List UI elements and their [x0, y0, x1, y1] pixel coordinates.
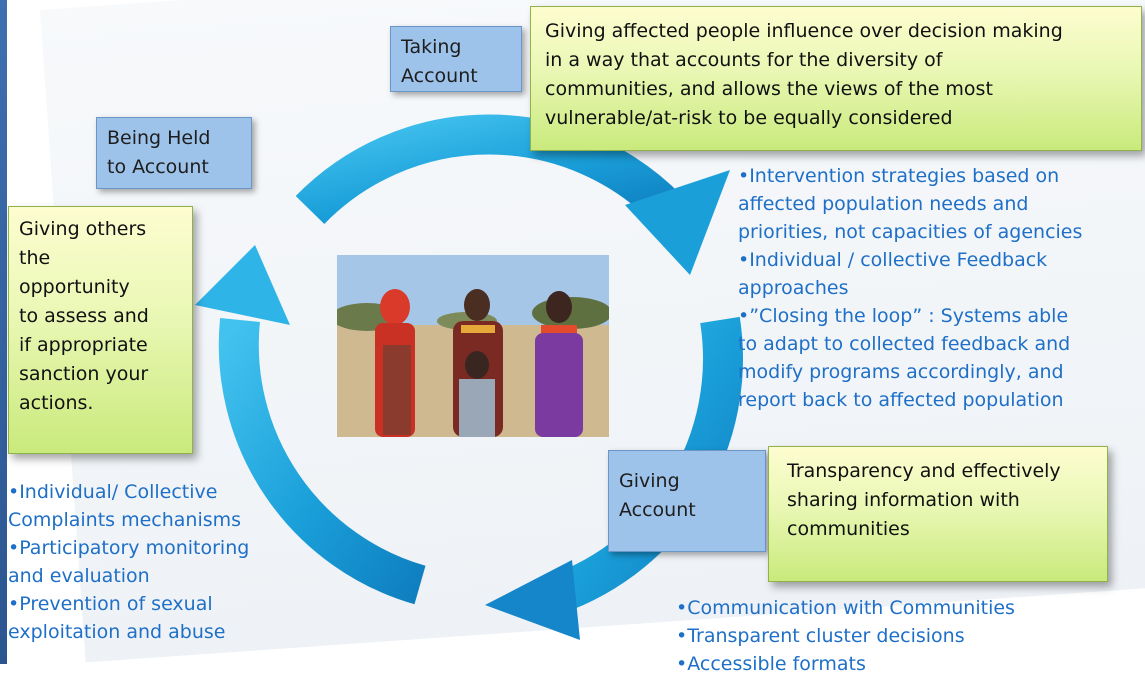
- desc-line: sanction your: [19, 363, 149, 385]
- cycle-arc-taking-account: [295, 114, 683, 225]
- giving-account-bullets: •Communication with Communities •Transpa…: [676, 594, 1015, 678]
- bullet-line: •Transparent cluster decisions: [676, 625, 965, 647]
- desc-line: opportunity: [19, 276, 130, 298]
- giving-account-label: Giving Account: [608, 450, 766, 552]
- bullet-line: •”Closing the loop” : Systems able: [738, 305, 1069, 327]
- people-photo-icon: [337, 255, 609, 437]
- bullet-line: modify programs accordingly, and: [738, 361, 1064, 383]
- label-line: to Account: [107, 156, 209, 178]
- label-line: Taking: [401, 36, 462, 58]
- cycle-arrowhead-left: [195, 245, 290, 325]
- desc-line: Transparency and effectively: [787, 460, 1061, 482]
- desc-line: Giving others: [19, 218, 147, 240]
- bullet-line: •Participatory monitoring: [8, 537, 250, 559]
- desc-line: communities: [787, 518, 910, 540]
- desc-line: communities, and allows the views of the…: [545, 78, 993, 100]
- taking-account-description: Giving affected people influence over de…: [530, 6, 1142, 151]
- desc-line: to assess and: [19, 305, 149, 327]
- desc-line: if appropriate: [19, 334, 148, 356]
- label-line: Account: [401, 65, 478, 87]
- desc-line: sharing information with: [787, 489, 1020, 511]
- being-held-label: Being Held to Account: [96, 117, 252, 189]
- taking-account-bullets: •Intervention strategies based on affect…: [738, 162, 1082, 414]
- bullet-line: •Individual / collective Feedback: [738, 249, 1048, 271]
- cycle-diagram: [195, 114, 743, 640]
- giving-account-description: Transparency and effectively sharing inf…: [768, 446, 1108, 582]
- desc-line: Giving affected people influence over de…: [545, 20, 1063, 42]
- bullet-line: priorities, not capacities of agencies: [738, 221, 1083, 243]
- left-edge-stripe: [0, 0, 7, 664]
- bullet-line: to adapt to collected feedback and: [738, 333, 1071, 355]
- label-line: Giving: [619, 470, 680, 492]
- bullet-line: •Accessible formats: [676, 653, 866, 675]
- label-line: Account: [619, 499, 696, 521]
- desc-line: vulnerable/at-risk to be equally conside…: [545, 107, 953, 129]
- bullet-line: •Individual/ Collective: [8, 481, 218, 503]
- bullet-line: Complaints mechanisms: [8, 509, 242, 531]
- bullet-line: •Communication with Communities: [676, 597, 1015, 619]
- taking-account-label: Taking Account: [390, 26, 522, 92]
- desc-line: in a way that accounts for the diversity…: [545, 49, 943, 71]
- cycle-arrowhead-bottom: [485, 560, 580, 640]
- being-held-bullets: •Individual/ Collective Complaints mecha…: [8, 478, 249, 646]
- label-line: Being Held: [107, 127, 211, 149]
- bullet-line: •Prevention of sexual: [8, 593, 213, 615]
- cycle-arc-being-held: [218, 318, 426, 605]
- desc-line: the: [19, 247, 51, 269]
- bullet-line: affected population needs and: [738, 193, 1029, 215]
- bullet-line: approaches: [738, 277, 849, 299]
- desc-line: actions.: [19, 392, 94, 414]
- bullet-line: and evaluation: [8, 565, 150, 587]
- bullet-line: •Intervention strategies based on: [738, 165, 1060, 187]
- bullet-line: report back to affected population: [738, 389, 1064, 411]
- bullet-line: exploitation and abuse: [8, 621, 226, 643]
- cycle-arrowhead-right: [625, 170, 730, 275]
- being-held-description: Giving others the opportunity to assess …: [8, 206, 193, 454]
